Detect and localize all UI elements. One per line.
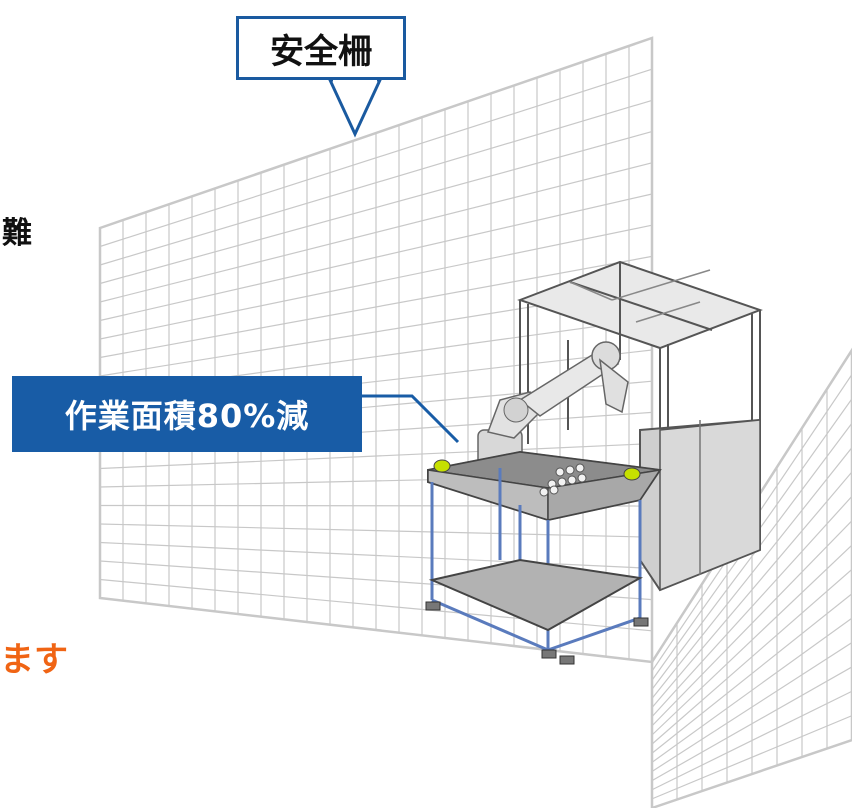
partial-accent-text: ます: [0, 640, 68, 680]
safety-fence-callout: 安全柵: [236, 16, 406, 80]
area-reduction-callout: 作業面積80%減: [12, 376, 362, 452]
callout-area-pointer: [360, 394, 460, 444]
robot-cell-icon: [425, 260, 763, 665]
safety-sensor-icon: [433, 459, 641, 481]
partial-heading-text: 難: [2, 216, 32, 251]
callout-fence-pointer: [327, 78, 383, 138]
